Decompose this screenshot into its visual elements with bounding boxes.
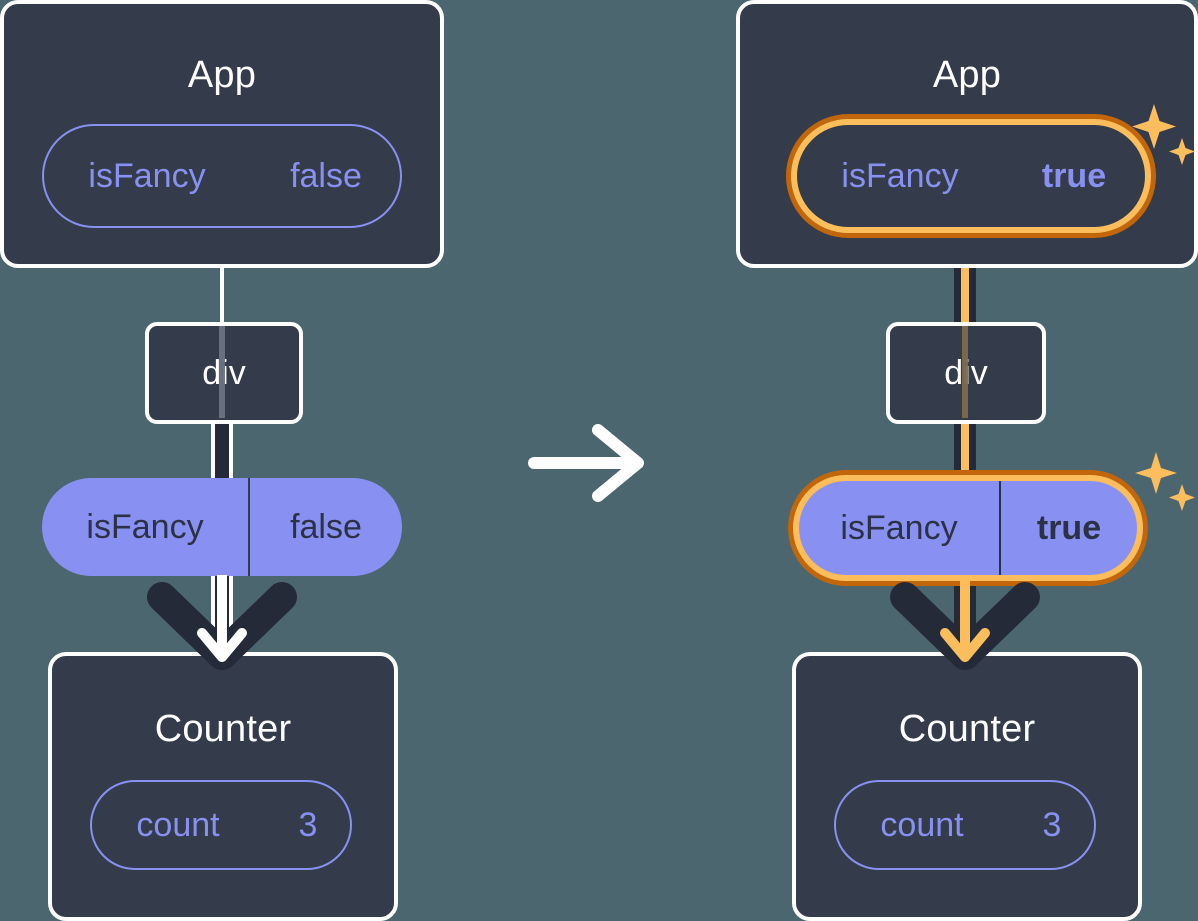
counter-card-title-before: Counter <box>154 708 292 750</box>
pill-divider <box>248 478 250 576</box>
counter-state-name-before: count <box>136 805 220 844</box>
app-card-title-before: App <box>187 54 257 96</box>
app-state-name-after: isFancy <box>841 156 959 195</box>
arrow-to-counter-before <box>147 575 297 670</box>
counter-card-title-after: Counter <box>898 708 1036 750</box>
app-state-value-after: true <box>1041 156 1107 195</box>
counter-state-value-after: 3 <box>1042 805 1062 844</box>
counter-state-name-after: count <box>880 805 964 844</box>
counter-state-value-before: 3 <box>298 805 318 844</box>
connector-through-div-after <box>962 326 968 418</box>
prop-value-after: true <box>1036 508 1102 547</box>
pill-divider <box>999 481 1001 575</box>
app-state-name-before: isFancy <box>88 156 206 195</box>
prop-pill-highlight-after: isFancy true <box>788 470 1148 586</box>
app-card-title-after: App <box>932 54 1002 96</box>
app-state-pill-after[interactable]: isFancy true <box>797 125 1145 227</box>
connector-div-to-prop-after <box>954 418 976 480</box>
arrow-to-counter-after <box>890 575 1040 670</box>
prop-pill-before[interactable]: isFancy false <box>42 478 402 576</box>
prop-name-after: isFancy <box>840 508 958 547</box>
app-state-value-before: false <box>290 156 362 195</box>
prop-pill-after[interactable]: isFancy true <box>799 481 1137 575</box>
highlight-inner-ring: isFancy true <box>791 119 1151 233</box>
connector-through-div-before <box>219 326 225 418</box>
transition-arrow-icon <box>528 424 644 502</box>
counter-state-pill-after[interactable]: count 3 <box>834 780 1096 870</box>
app-state-pill-highlight-after: isFancy true <box>786 114 1156 238</box>
app-state-pill-before[interactable]: isFancy false <box>42 124 402 228</box>
connector-app-to-div-before <box>220 262 224 326</box>
counter-state-pill-before[interactable]: count 3 <box>90 780 352 870</box>
highlight-inner-ring: isFancy true <box>793 475 1143 581</box>
sparkle-star-icon-app <box>1132 104 1195 165</box>
connector-div-to-prop-before <box>211 418 233 480</box>
sparkle-star-icon-prop <box>1135 452 1195 511</box>
prop-name-before: isFancy <box>86 507 204 546</box>
prop-value-before: false <box>290 507 362 546</box>
